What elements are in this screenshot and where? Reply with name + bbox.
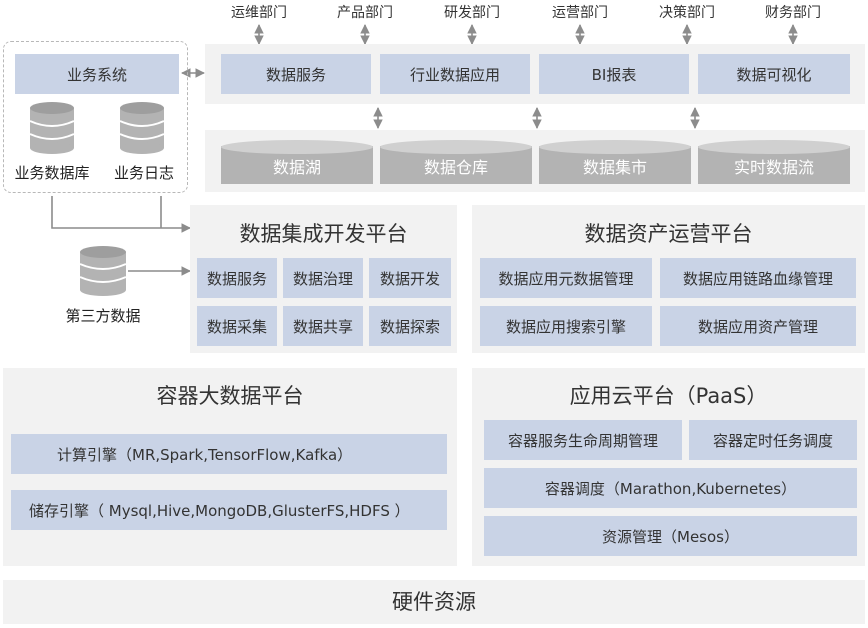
storage-data-mart: 数据集市 [539, 140, 691, 184]
paas-scheduling-box: 容器调度（Marathon,Kubernetes） [484, 468, 857, 508]
cylinder-shape [539, 140, 691, 184]
service-visualization: 数据可视化 [698, 54, 850, 94]
asset-item-asset-management: 数据应用资产管理 [660, 306, 856, 346]
business-data-connector [51, 196, 191, 233]
paas-cron-box: 容器定时任务调度 [689, 420, 857, 460]
integration-item-sharing: 数据共享 [283, 306, 363, 346]
cylinder-shape [380, 140, 532, 184]
storage-engine-box: 储存引擎（ Mysql,Hive,MongoDB,GlusterFS,HDFS … [11, 490, 447, 530]
business-database-label: 业务数据库 [14, 164, 90, 182]
storage-data-lake-label: 数据湖 [272, 158, 321, 177]
asset-ops-platform-title: 数据资产运营平台 [584, 222, 753, 246]
asset-item-search-engine: 数据应用搜索引擎 [480, 306, 652, 346]
cylinder-shape [698, 140, 850, 184]
dept-decision: 决策部门 [659, 5, 715, 21]
integration-item-collection: 数据采集 [197, 306, 277, 346]
asset-item-metadata: 数据应用元数据管理 [480, 258, 652, 298]
business-logs-label: 业务日志 [113, 164, 174, 182]
business-system-box: 业务系统 [15, 54, 179, 94]
container-bigdata-title: 容器大数据平台 [156, 384, 304, 408]
dept-finance: 财务部门 [765, 5, 821, 21]
storage-realtime-stream-label: 实时数据流 [733, 158, 814, 177]
storage-realtime-stream: 实时数据流 [698, 140, 850, 184]
business-group [3, 41, 188, 193]
integration-item-service: 数据服务 [197, 258, 277, 298]
integration-item-governance: 数据治理 [283, 258, 363, 298]
service-bi-report: BI报表 [539, 54, 689, 94]
storage-data-warehouse: 数据仓库 [380, 140, 532, 184]
third-party-label: 第三方数据 [65, 307, 141, 325]
storage-data-mart-label: 数据集市 [582, 158, 647, 177]
cylinder-shape [221, 140, 373, 184]
dept-operation: 运营部门 [552, 5, 608, 21]
dept-rd: 研发部门 [444, 5, 500, 21]
dept-product: 产品部门 [337, 5, 393, 21]
service-data-service: 数据服务 [221, 54, 371, 94]
integration-item-exploration: 数据探索 [369, 306, 451, 346]
paas-platform-title: 应用云平台（PaaS） [569, 384, 768, 408]
integration-platform-title: 数据集成开发平台 [239, 222, 408, 246]
service-industry-app: 行业数据应用 [380, 54, 530, 94]
storage-data-warehouse-label: 数据仓库 [423, 158, 488, 177]
storage-data-lake: 数据湖 [221, 140, 373, 184]
asset-item-lineage: 数据应用链路血缘管理 [660, 258, 856, 298]
paas-resources-box: 资源管理（Mesos） [484, 516, 857, 556]
integration-item-development: 数据开发 [369, 258, 451, 298]
dept-ops: 运维部门 [231, 5, 287, 21]
compute-engine-box: 计算引擎（MR,Spark,TensorFlow,Kafka） [11, 434, 447, 474]
hardware-resources-bar: 硬件资源 [3, 580, 865, 624]
paas-lifecycle-box: 容器服务生命周期管理 [484, 420, 682, 460]
